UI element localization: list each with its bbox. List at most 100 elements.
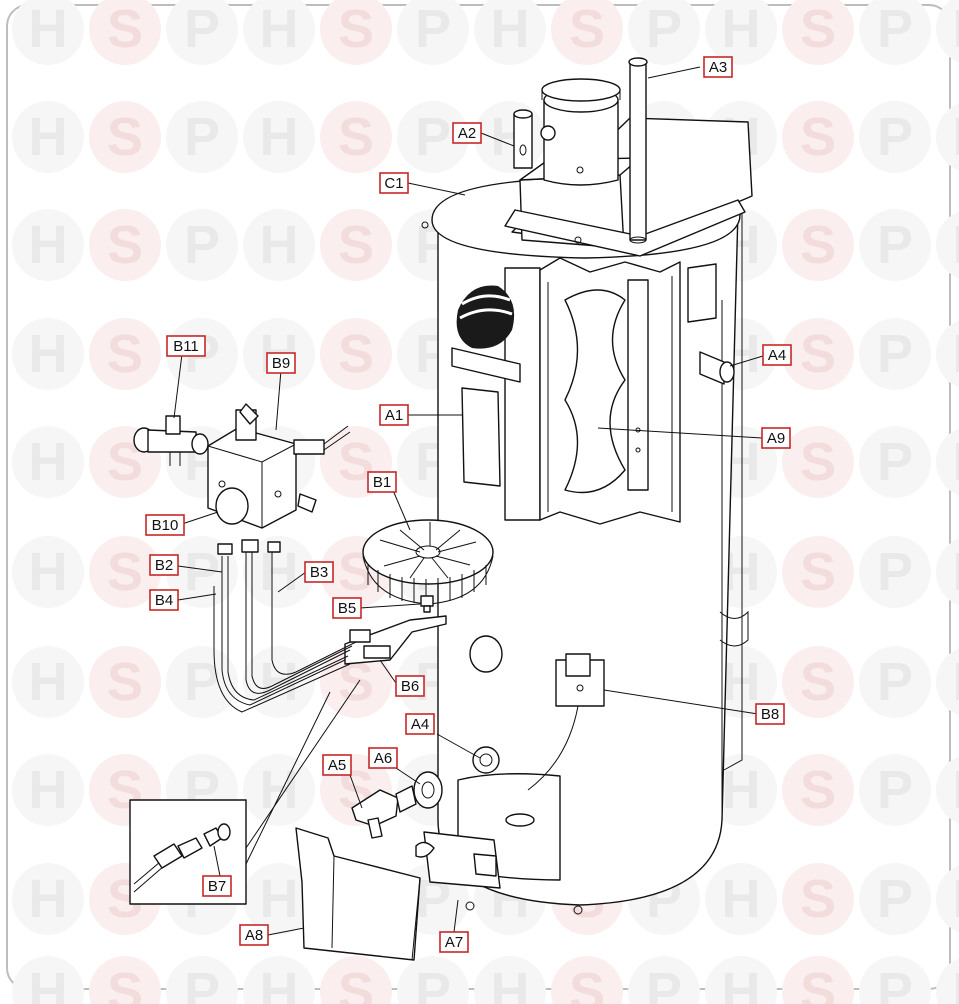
watermark-disc [89, 646, 161, 718]
watermark-letter: H [260, 215, 299, 275]
callout-b1: B1 [367, 471, 397, 493]
watermark-letter: H [29, 324, 68, 384]
watermark-disc [782, 318, 854, 390]
svg-text:B8: B8 [761, 706, 779, 723]
watermark-disc [859, 101, 931, 173]
watermark-disc [243, 536, 315, 608]
svg-text:B7: B7 [208, 878, 226, 895]
watermark-disc [628, 0, 700, 65]
watermark-letter: H [260, 962, 299, 1004]
svg-text:B4: B4 [155, 592, 173, 609]
watermark-letter: P [877, 962, 913, 1004]
watermark-letter: H [953, 652, 959, 712]
watermark-disc [397, 101, 469, 173]
svg-text:A2: A2 [458, 125, 476, 142]
watermark-letter: H [29, 869, 68, 929]
watermark-disc [89, 209, 161, 281]
watermark-disc [782, 863, 854, 935]
watermark-letter: H [953, 432, 959, 492]
watermark-letter: S [107, 215, 143, 275]
watermark-letter: P [646, 0, 682, 59]
watermark-letter: H [260, 0, 299, 59]
callout-a2: A2 [452, 122, 482, 144]
part-b1-burner [362, 519, 494, 605]
watermark-disc [936, 756, 959, 824]
watermark-letter: S [107, 962, 143, 1004]
watermark-letter: H [953, 542, 959, 602]
svg-text:B2: B2 [155, 557, 173, 574]
watermark-letter: H [953, 962, 959, 1004]
watermark-letter: S [338, 107, 374, 167]
watermark-disc [166, 209, 238, 281]
svg-text:A9: A9 [767, 430, 785, 447]
part-a6-fitting [413, 771, 443, 809]
part-b9-gas-valve [207, 403, 351, 529]
callout-a3: A3 [703, 56, 733, 78]
callout-b2: B2 [149, 554, 179, 576]
watermark-disc [243, 863, 315, 935]
callout-a1: A1 [379, 404, 409, 426]
watermark-letter: P [184, 962, 220, 1004]
thermocouple-fitting [297, 493, 317, 513]
watermark-disc [12, 754, 84, 826]
watermark-disc [243, 209, 315, 281]
watermark-letter: S [800, 760, 836, 820]
watermark-letter: S [800, 542, 836, 602]
watermark-disc [320, 956, 392, 1004]
watermark-letter: H [491, 962, 530, 1004]
watermark-disc [859, 426, 931, 498]
watermark-disc [782, 536, 854, 608]
watermark-disc [936, 428, 959, 496]
watermark-disc [705, 956, 777, 1004]
watermark-letter: P [184, 215, 220, 275]
watermark-letter: P [415, 962, 451, 1004]
watermark-letter: P [877, 215, 913, 275]
watermark-letter: S [569, 962, 605, 1004]
watermark-disc [89, 0, 161, 65]
watermark-disc [166, 0, 238, 65]
svg-text:A4: A4 [411, 716, 429, 733]
part-b11-gas-cock [133, 415, 209, 466]
watermark-disc [12, 318, 84, 390]
watermark-disc [243, 0, 315, 65]
watermark-disc [320, 209, 392, 281]
watermark-disc [12, 956, 84, 1004]
watermark-letter: H [953, 324, 959, 384]
watermark-letter: P [415, 0, 451, 59]
watermark-disc [936, 538, 959, 606]
watermark-letter: H [29, 760, 68, 820]
watermark-disc [166, 956, 238, 1004]
watermark-letter: H [953, 760, 959, 820]
callout-a7: A7 [439, 931, 469, 953]
watermark-disc [782, 101, 854, 173]
watermark-disc [782, 956, 854, 1004]
watermark-disc [859, 646, 931, 718]
watermark-letter: P [877, 432, 913, 492]
watermark-letter: S [338, 0, 374, 59]
watermark-disc [243, 956, 315, 1004]
watermark-letter: H [953, 215, 959, 275]
watermark-disc [89, 318, 161, 390]
callout-b10: B10 [145, 514, 185, 536]
watermark-disc [320, 101, 392, 173]
part-a4-plug-lower [472, 746, 500, 774]
watermark-disc [936, 648, 959, 716]
svg-text:B10: B10 [152, 517, 179, 534]
watermark-letter: S [800, 0, 836, 59]
watermark-letter: H [29, 542, 68, 602]
svg-text:B9: B9 [272, 355, 290, 372]
watermark-disc [936, 211, 959, 279]
callout-c1: C1 [379, 172, 409, 194]
watermark-disc [474, 0, 546, 65]
watermark-disc [936, 320, 959, 388]
watermark-disc [166, 101, 238, 173]
svg-text:A4: A4 [768, 347, 786, 364]
watermark-letter: H [953, 107, 959, 167]
watermark-letter: P [877, 107, 913, 167]
watermark-letter: H [260, 107, 299, 167]
watermark-disc [89, 536, 161, 608]
watermark-disc [628, 956, 700, 1004]
svg-text:B11: B11 [173, 338, 199, 355]
watermark-letter: H [722, 760, 761, 820]
